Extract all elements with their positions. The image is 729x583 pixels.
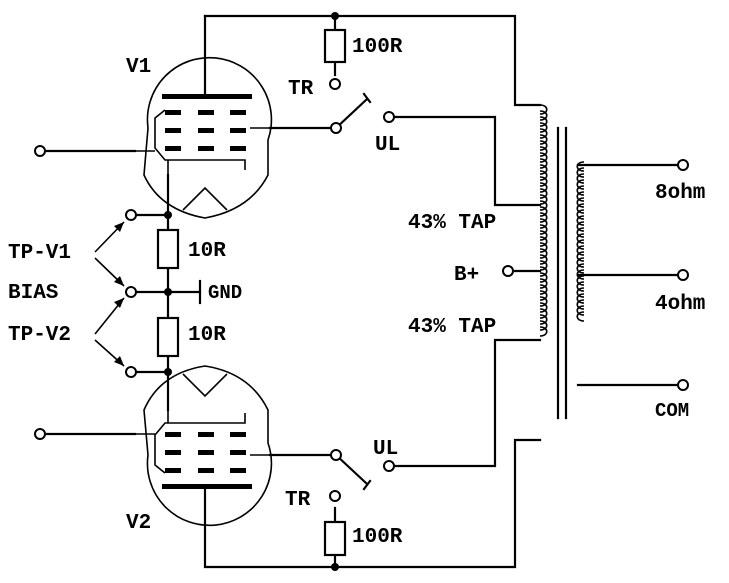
b-plus-label: B+	[454, 264, 479, 287]
cathode-resistor-v2	[156, 316, 180, 358]
bias-terminal	[125, 286, 137, 298]
test-point-arrows	[94, 221, 125, 367]
bias-label: BIAS	[8, 282, 58, 305]
plate-resistor-top-label: 100R	[352, 36, 403, 59]
ul-top-terminal	[383, 111, 395, 123]
switch-top-pivot	[330, 122, 342, 134]
transformer-core	[556, 126, 568, 420]
winding-coil	[539, 104, 548, 337]
b-plus-terminal	[502, 265, 514, 277]
cathode-resistor-bottom-label: 10R	[188, 324, 226, 347]
tp-v1-terminal	[125, 209, 137, 221]
v2-grid-input-terminal	[34, 428, 46, 440]
out-4ohm-terminal	[677, 269, 689, 281]
tube-v2-label: V2	[126, 512, 151, 535]
gnd-label: GND	[208, 282, 242, 304]
out-com-label: COM	[655, 400, 689, 422]
primary-winding	[539, 104, 548, 337]
tube-v1	[135, 56, 273, 219]
plate-resistor-v1	[323, 28, 347, 64]
tr-top-label: TR	[288, 78, 314, 101]
out-8ohm-label: 8ohm	[655, 182, 705, 205]
tr-top-terminal	[329, 78, 341, 90]
plate-resistor-bottom-label: 100R	[352, 526, 403, 549]
out-8ohm-terminal	[677, 159, 689, 171]
tp-v2-terminal	[125, 366, 137, 378]
ul-tr-switch-bottom	[334, 453, 372, 491]
tr-bottom-terminal	[329, 490, 341, 502]
junction-dots	[164, 12, 339, 571]
ul-bottom-label: UL	[373, 438, 398, 461]
tap-bottom-label: 43% TAP	[408, 316, 496, 339]
tube-v2	[135, 365, 273, 527]
tr-bottom-label: TR	[285, 489, 311, 512]
secondary-winding	[576, 161, 585, 322]
terminals	[34, 78, 689, 502]
switch-bottom-pivot	[330, 449, 342, 461]
plate-resistor-v2	[323, 520, 347, 557]
ul-bottom-terminal	[383, 460, 395, 472]
tp-v1-label: TP-V1	[8, 242, 71, 265]
tube-v1-label: V1	[126, 56, 151, 79]
tap-top-label: 43% TAP	[408, 212, 496, 235]
wires	[44, 14, 680, 569]
ul-tr-switch-top	[334, 92, 372, 130]
ul-top-label: UL	[375, 134, 400, 157]
cathode-resistor-v1	[156, 228, 180, 270]
out-4ohm-label: 4ohm	[655, 293, 705, 316]
winding-coil	[576, 161, 585, 322]
out-com-terminal	[677, 379, 689, 391]
cathode-resistor-top-label: 10R	[188, 240, 226, 263]
v1-grid-input-terminal	[34, 145, 46, 157]
tp-v2-label: TP-V2	[8, 324, 71, 347]
